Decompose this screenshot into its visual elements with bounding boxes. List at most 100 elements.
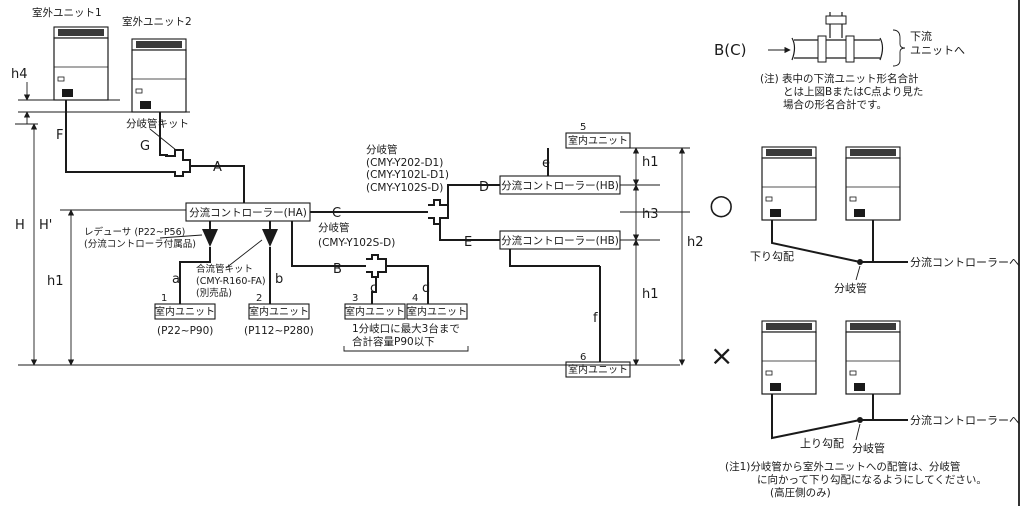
outdoor-unit-2-label: 室外ユニット2	[122, 15, 192, 28]
outdoor-unit-1	[53, 26, 109, 101]
merge-kit-b-icon	[262, 229, 278, 247]
cmy-y102l-label: (CMY-Y102L-D1)	[366, 169, 449, 181]
indoor-unit-3-label: 室内ユニット	[345, 305, 405, 318]
reducer-label-1: レデューサ (P22~P56)	[84, 226, 185, 238]
pipe-a	[179, 247, 211, 304]
indoor-unit-2-label: 室内ユニット	[249, 305, 309, 318]
h2-label: h2	[687, 235, 704, 250]
ok-pipe	[771, 220, 908, 263]
ok-mark-icon: ○	[709, 188, 733, 221]
ng-outdoor-unit-right	[845, 320, 901, 395]
h1-left-label: h1	[47, 274, 64, 289]
unit-number-2: 2	[256, 293, 262, 304]
ng-branch-pipe-label: 分岐管	[852, 441, 885, 455]
pipe-b-label: b	[275, 272, 283, 287]
inset-downstream-2: ユニットへ	[910, 44, 965, 57]
indoor-unit-6-label: 室内ユニット	[568, 363, 628, 376]
ng-outdoor-unit-left	[761, 320, 817, 395]
ok-outdoor-unit-right	[845, 146, 901, 221]
merge-kit-label-2: (CMY-R160-FA)	[196, 276, 266, 287]
slope-note-2: に向かって下り勾配になるようにしてください。	[757, 473, 987, 486]
pipe-d-label: d	[422, 281, 430, 296]
indoor-unit-5	[565, 132, 631, 149]
branch-pipe-b-label: 分岐管	[318, 221, 350, 234]
controller-hb-lower-label: 分流コントローラー(HB)	[501, 234, 619, 247]
indoor-unit-4-label: 室内ユニット	[407, 305, 467, 318]
pipe-A	[190, 165, 245, 203]
indoor-unit-1	[154, 303, 216, 320]
ok-to-controller-label: 分流コントローラーへ	[910, 255, 1020, 269]
ok-branch-pipe-label: 分岐管	[834, 281, 867, 295]
unit-number-1: 1	[161, 293, 167, 304]
pipe-F-label: F	[56, 128, 63, 143]
branch-pipe-ce	[428, 199, 449, 225]
indoor-unit-2	[248, 303, 310, 320]
slope-note-3: (高圧側のみ)	[770, 486, 831, 499]
pipe-A-label: A	[213, 160, 222, 175]
pipe-f-label: f	[593, 311, 598, 326]
pipe-e-label: e	[542, 156, 550, 171]
limit-label-2: 合計容量P90以下	[352, 335, 435, 348]
down-slope-label: 下り勾配	[750, 250, 794, 263]
pipe-c	[371, 277, 377, 304]
inset-point-label: B(C)	[714, 41, 746, 59]
merge-kit-label-1: 合流管キット	[196, 263, 253, 275]
branch-pipe-label: 分岐管	[366, 143, 398, 156]
pipe-B-label: B	[333, 262, 342, 277]
outdoor-unit-2	[131, 38, 187, 113]
cmy-y102s-label: (CMY-Y102S-D)	[366, 182, 443, 194]
slope-note-1: (注1)分岐管から室外ユニットへの配管は、分岐管	[725, 460, 960, 473]
pipe-G-label: G	[140, 139, 150, 154]
pipe-E-label: E	[464, 235, 472, 250]
outdoor-unit-1-label: 室外ユニット1	[32, 6, 102, 19]
pipe-C-label: C	[332, 206, 341, 221]
inset-note-2: とは上図BまたはC点より見た	[783, 86, 923, 98]
inset-note-1: (注) 表中の下流ユニット形名合計	[760, 72, 919, 85]
indoor-unit-1-label: 室内ユニット	[155, 305, 215, 318]
H-prime-label: H'	[39, 218, 52, 233]
h1-lower-label: h1	[642, 287, 659, 302]
indoor-unit-3	[344, 303, 406, 320]
pipe-d	[386, 265, 429, 304]
limit-bracket	[343, 346, 469, 352]
indoor-unit-4	[406, 303, 468, 320]
indoor-unit-6	[565, 361, 631, 378]
up-slope-label: 上り勾配	[800, 437, 844, 450]
range-1-label: (P22~P90)	[157, 325, 213, 337]
h4-label: h4	[11, 67, 28, 82]
pipe-c-label: c	[370, 281, 377, 296]
unit-number-5: 5	[580, 122, 586, 133]
h1-upper-label: h1	[642, 155, 659, 170]
pipe-B	[291, 221, 366, 267]
inset-branch-pipe	[791, 12, 884, 63]
pipe-E	[439, 224, 500, 241]
inset-downstream-1: 下流	[910, 29, 932, 43]
unit-number-6: 6	[580, 352, 586, 363]
cmy-y102s-b-label: (CMY-Y102S-D)	[318, 237, 395, 249]
reducer-a-icon	[202, 229, 218, 247]
unit-number-4: 4	[412, 293, 418, 304]
indoor-unit-5-label: 室内ユニット	[568, 134, 628, 147]
pipe-F	[65, 100, 165, 173]
limit-label-1: 1分岐口に最大3台まで	[352, 322, 460, 335]
controller-hb-upper-label: 分流コントローラー(HB)	[501, 179, 619, 192]
pipe-D	[447, 184, 500, 210]
cmy-y202-label: (CMY-Y202-D1)	[366, 157, 443, 169]
ok-outdoor-unit-left	[761, 146, 817, 221]
branch-pipe-b	[366, 254, 387, 278]
merge-kit-label-3: (別売品)	[196, 287, 232, 299]
pipe-a-label: a	[172, 272, 180, 287]
branch-kit-label: 分岐管キット	[126, 117, 189, 130]
ng-mark-icon: ×	[710, 339, 733, 372]
h3-label: h3	[642, 207, 659, 222]
inset-note-3: 場合の形名合計です。	[783, 98, 887, 111]
unit-number-3: 3	[352, 293, 358, 304]
H-label: H	[15, 218, 25, 233]
range-2-label: (P112~P280)	[244, 325, 314, 337]
ng-pipe	[771, 394, 908, 440]
controller-ha-label: 分流コントローラー(HA)	[189, 206, 307, 219]
branch-kit-shape	[165, 149, 191, 177]
ng-to-controller-label: 分流コントローラーへ	[910, 413, 1020, 427]
pipe-D-label: D	[479, 180, 489, 195]
